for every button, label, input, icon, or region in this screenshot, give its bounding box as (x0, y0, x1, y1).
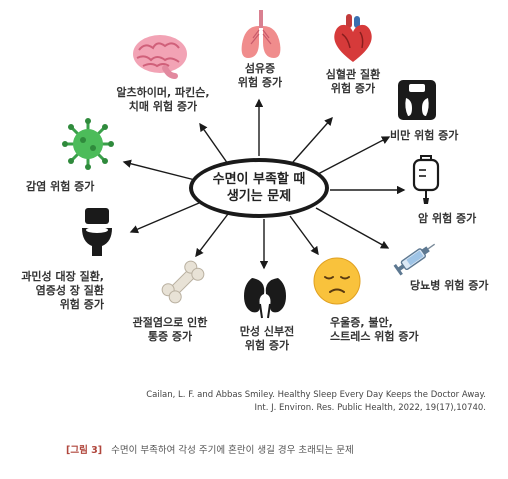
label-obesity: 비만 위험 증가 (390, 129, 459, 142)
arrow-dementia (199, 122, 229, 165)
figure-tag: [그림 3] (66, 445, 103, 456)
toilet-icon (82, 208, 112, 256)
syringe-icon (393, 243, 436, 276)
sad-face-icon (313, 257, 361, 305)
citation-line2: Int. J. Environ. Res. Public Health, 202… (254, 403, 487, 413)
label-diabetes: 당뇨병 위험 증가 (410, 279, 489, 292)
label-cardio: 심혈관 질환 위험 증가 (325, 68, 381, 95)
arrow-depression (289, 215, 319, 256)
arrow-arthritis (195, 213, 229, 258)
arrow-obesity (317, 136, 391, 175)
center-ellipse: 수면이 부족할 때 생기는 문제 (189, 158, 329, 218)
label-kidney: 만성 신부전 위험 증가 (239, 325, 295, 352)
label-arthritis: 관절염으로 인한 통증 증가 (132, 316, 208, 343)
figure-caption: [그림 3] 수면이 부족하여 각성 주기에 혼란이 생길 경우 초래되는 문제 (66, 442, 354, 456)
scale-icon (398, 80, 436, 120)
virus-icon (62, 118, 114, 170)
arrow-bowel (129, 202, 200, 234)
iv-bag-icon (412, 155, 440, 204)
arrow-diabetes (315, 207, 390, 249)
lungs-icon (241, 10, 281, 58)
arrow-infection (122, 159, 196, 181)
citation: Cailan, L. F. and Abbas Smiley. Healthy … (146, 389, 486, 415)
brain-icon (133, 35, 187, 79)
center-line1: 수면이 부족할 때 (212, 172, 306, 187)
arrow-cardio (292, 116, 333, 163)
label-depression: 우울증, 불안, 스트레스 위험 증가 (330, 316, 419, 343)
label-dementia: 알츠하이머, 파킨슨, 치매 위험 증가 (116, 86, 210, 113)
citation-line1: Cailan, L. F. and Abbas Smiley. Healthy … (146, 390, 486, 400)
label-fibromyalgia: 섬유증 위험 증가 (237, 62, 283, 89)
label-cancer: 암 위험 증가 (418, 212, 477, 225)
center-line2: 생기는 문제 (226, 189, 292, 204)
figure-caption-text: 수면이 부족하여 각성 주기에 혼란이 생길 경우 초래되는 문제 (111, 445, 354, 456)
kidneys-icon (244, 278, 286, 319)
label-bowel: 과민성 대장 질환, 염증성 장 질환 위험 증가 (21, 270, 104, 311)
label-infection: 감염 위험 증가 (26, 180, 95, 193)
bone-icon (161, 260, 205, 304)
heart-icon (334, 14, 372, 62)
